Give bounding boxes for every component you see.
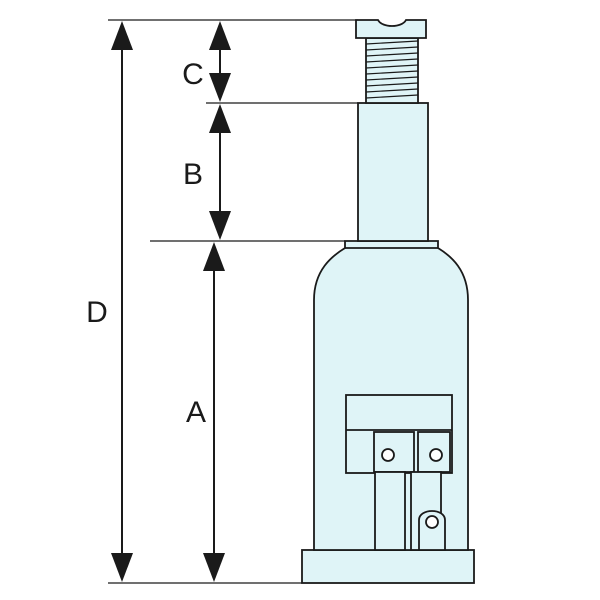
dimension-d-arrow-bottom: [111, 553, 133, 582]
dimension-d-arrow-top: [111, 21, 133, 50]
bottle-jack: [301, 19, 475, 584]
dimension-d-label: D: [86, 296, 108, 329]
pivot-hole-left: [381, 448, 395, 462]
jack-ram: [357, 102, 429, 242]
dimension-d: D: [86, 21, 133, 582]
dimension-a-arrow-bottom: [203, 553, 225, 582]
dimension-b-arrow-bottom: [209, 211, 231, 240]
dimension-a-label: A: [186, 396, 206, 429]
dimension-c: C: [182, 21, 231, 102]
extension-lines: [108, 19, 358, 584]
dimension-c-arrow-bottom: [209, 73, 231, 102]
screw-threads: [365, 40, 419, 99]
dimension-b: B: [183, 104, 231, 240]
pump-piston-left: [374, 471, 406, 551]
dimension-b-arrow-top: [209, 104, 231, 133]
jack-saddle: [355, 19, 427, 39]
dimension-c-arrow-top: [209, 21, 231, 50]
dimension-a-arrow-top: [203, 242, 225, 271]
dimension-a: A: [186, 242, 225, 582]
release-valve-hole: [425, 515, 439, 529]
pivot-hole-right: [429, 448, 443, 462]
dimension-b-label: B: [183, 158, 203, 191]
jack-base-plate: [301, 549, 475, 584]
dimension-c-label: C: [182, 58, 204, 91]
